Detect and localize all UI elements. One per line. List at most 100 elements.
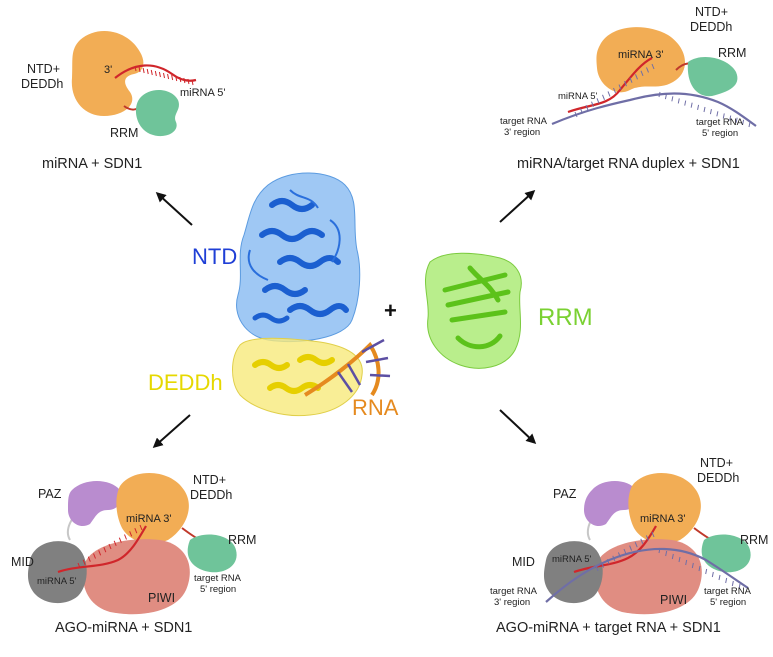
base-tick xyxy=(684,100,687,106)
base-tick xyxy=(640,70,644,77)
panel-bottom-left: PAZ NTD+ DEDDh miRNA 3' RRM MID miRNA 5'… xyxy=(11,472,256,636)
deddh-label: DEDDh xyxy=(21,77,63,91)
base-tick xyxy=(613,87,616,94)
base-tick xyxy=(665,550,668,557)
paz-label: PAZ xyxy=(553,487,577,501)
mirna-ticks xyxy=(77,524,143,569)
rrm-label: RRM xyxy=(110,126,138,140)
rrm-ribbon xyxy=(442,265,511,350)
base-tick xyxy=(735,117,738,123)
rrm-blob xyxy=(187,534,237,573)
base-tick xyxy=(163,72,165,79)
base-tick xyxy=(635,74,638,80)
base-tick xyxy=(629,77,633,83)
base-tick xyxy=(725,577,728,584)
base-tick xyxy=(690,102,693,108)
caption: miRNA + SDN1 xyxy=(42,156,142,172)
duplex-ticks xyxy=(595,531,741,590)
mirna-strand xyxy=(573,525,657,574)
ntd-deddh-blob xyxy=(596,27,686,93)
target-5-line2: 5' region xyxy=(710,597,746,608)
base-tick xyxy=(118,537,122,543)
base-tick xyxy=(651,63,655,70)
arrow-top-right xyxy=(499,189,536,223)
base-tick xyxy=(640,538,644,544)
base-tick xyxy=(671,553,674,560)
base-tick xyxy=(129,531,133,537)
target-5-line1: target RNA xyxy=(194,573,242,584)
base-tick xyxy=(113,540,117,547)
ntd-loops xyxy=(247,189,341,281)
base-tick xyxy=(98,550,102,556)
base-tick xyxy=(634,542,638,548)
mirna-strand xyxy=(567,57,653,114)
caption: AGO-miRNA + target RNA + SDN1 xyxy=(496,620,721,636)
rrm-blob xyxy=(701,534,751,573)
mid-blob xyxy=(544,541,603,604)
deddh-surface xyxy=(232,337,363,417)
base-tick xyxy=(731,580,734,587)
base-tick xyxy=(158,71,161,78)
base-tick xyxy=(677,98,680,104)
rrm-label: RRM xyxy=(538,304,593,331)
base-tick xyxy=(711,571,714,578)
base-tick xyxy=(175,75,178,82)
duplex-ticks xyxy=(574,63,751,128)
base-tick xyxy=(574,111,578,118)
base-tick xyxy=(742,119,745,125)
mirna-3-label: 3' xyxy=(104,64,112,76)
target-3-line2: 3' region xyxy=(494,597,530,608)
base-tick xyxy=(139,524,143,531)
rrm-label: RRM xyxy=(228,533,256,547)
base-tick xyxy=(591,101,594,107)
mirna-5-label: miRNA 5' xyxy=(37,576,76,587)
base-tick xyxy=(698,565,701,572)
rrm-label: RRM xyxy=(718,46,746,60)
target-5-line2: 5' region xyxy=(702,128,738,139)
mirna-5-label: miRNA 5' xyxy=(552,554,591,565)
base-tick xyxy=(709,109,712,115)
rrm-label: RRM xyxy=(740,533,768,547)
ntd-ribbon xyxy=(252,198,349,324)
base-tick xyxy=(658,547,661,554)
base-tick xyxy=(729,115,732,121)
deddh-label: DEDDh xyxy=(690,20,732,34)
base-tick xyxy=(602,94,605,101)
base-tick xyxy=(134,527,138,534)
base-tick xyxy=(646,67,649,73)
paz-label: PAZ xyxy=(38,487,62,501)
mirna-3-label: miRNA 3' xyxy=(618,49,664,61)
piwi-label: PIWI xyxy=(148,591,175,605)
base-tick xyxy=(623,548,627,555)
base-tick xyxy=(167,73,170,80)
base-tick xyxy=(134,65,137,72)
base-tick xyxy=(146,68,149,75)
base-tick xyxy=(596,98,600,104)
base-tick xyxy=(183,77,186,84)
piwi-blob xyxy=(595,539,702,615)
deddh-label: DEDDh xyxy=(190,488,232,502)
base-tick xyxy=(612,555,616,561)
target-strand xyxy=(545,547,749,603)
mid-blob xyxy=(28,541,87,604)
mirna-5-label: miRNA 5' xyxy=(558,91,597,102)
base-tick xyxy=(607,91,611,97)
deddh-label: DEDDh xyxy=(148,370,223,395)
base-tick xyxy=(150,69,153,76)
deddh-label: DEDDh xyxy=(697,471,739,485)
base-tick xyxy=(142,67,145,74)
base-tick xyxy=(87,556,91,562)
arrow-bottom-left xyxy=(152,414,191,448)
base-tick xyxy=(651,531,655,538)
base-tick xyxy=(645,535,649,541)
target-3-line1: target RNA xyxy=(490,586,538,597)
arrow-bottom-right xyxy=(499,409,537,445)
ntd-label: NTD+ xyxy=(700,456,733,470)
mirna-ticks xyxy=(134,65,194,86)
base-tick xyxy=(691,562,694,569)
piwi-blob xyxy=(83,539,190,615)
mirna-5-label: miRNA 5' xyxy=(180,87,226,99)
center-structure: NTD DEDDh RNA RRM + xyxy=(148,172,593,420)
target-strand xyxy=(551,92,757,127)
target-5-line1: target RNA xyxy=(696,117,744,128)
